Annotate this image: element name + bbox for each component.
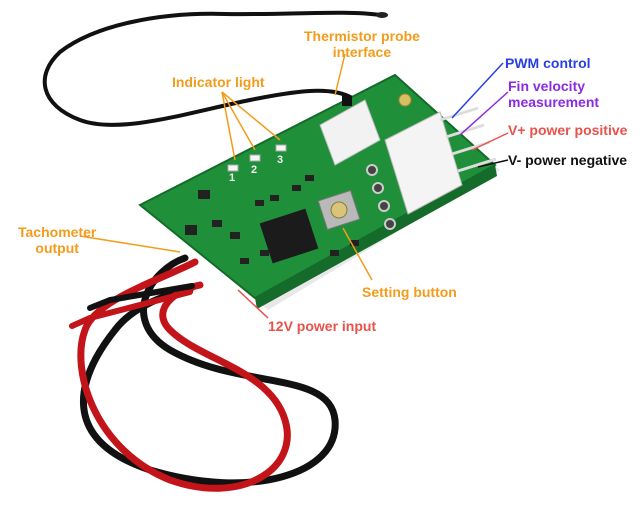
tachometer-line2: output — [35, 240, 79, 256]
pwm-control-label: PWM control — [505, 55, 591, 71]
led-2-label: 2 — [251, 164, 258, 176]
black-wire — [79, 254, 339, 487]
thermistor-label-line2: interface — [332, 44, 392, 60]
fan-connector — [384, 106, 497, 215]
thermistor-label: Thermistor probe interface — [304, 28, 420, 60]
setting-button-switch — [317, 189, 361, 231]
indicator-light-label: Indicator light — [172, 74, 265, 90]
v-plus-label: V+ power positive — [508, 122, 628, 138]
power-input-label: 12V power input — [268, 318, 377, 334]
thermistor-connector — [319, 96, 381, 166]
v-minus-label: V- power negative — [508, 152, 628, 168]
fin-velocity-label: Fin velocity measurement — [508, 78, 599, 110]
thermistor-tip — [376, 12, 388, 18]
led-3-label: 3 — [277, 154, 284, 166]
led-1-label: 1 — [229, 172, 236, 184]
tachometer-line1: Tachometer — [18, 224, 97, 240]
setting-button-label: Setting button — [362, 284, 457, 300]
thermistor-wire — [42, 10, 382, 127]
tachometer-label: Tachometer output — [18, 224, 96, 256]
fin-velocity-line2: measurement — [508, 94, 600, 110]
mounting-hole — [398, 93, 412, 107]
fin-velocity-line1: Fin velocity — [508, 78, 586, 94]
microcontroller-chip — [259, 208, 319, 264]
red-wire — [77, 258, 291, 492]
indicator-leds — [227, 144, 287, 172]
thermistor-label-line1: Thermistor probe — [304, 28, 420, 44]
